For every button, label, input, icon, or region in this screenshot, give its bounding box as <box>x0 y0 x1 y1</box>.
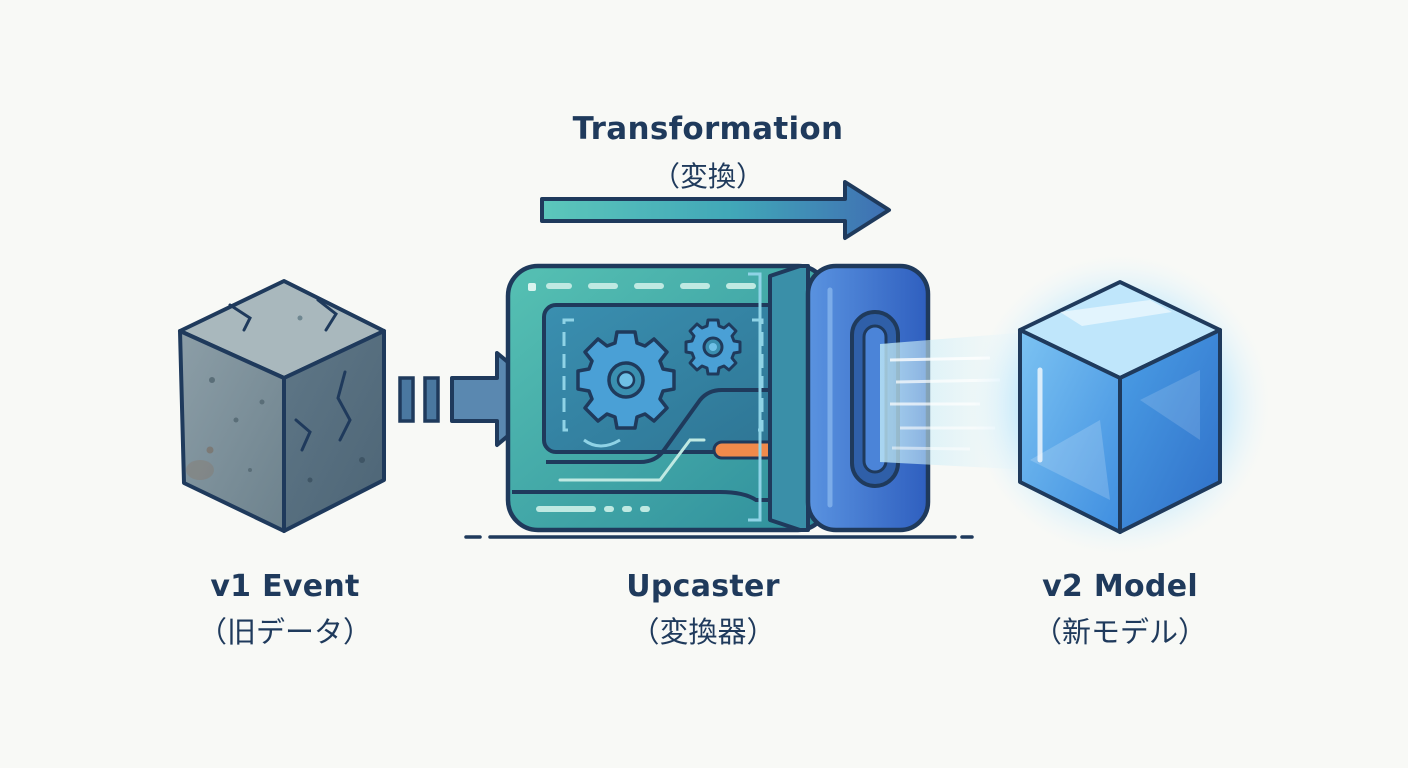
upcaster-title: Upcaster <box>626 569 780 604</box>
v2-model-label: v2 Model （新モデル） <box>975 568 1265 650</box>
v1-event-cube-icon <box>178 279 386 533</box>
v1-event-title: v1 Event <box>210 569 360 604</box>
gear-icon <box>576 330 676 430</box>
v2-model-cube-icon <box>970 255 1270 555</box>
v2-model-subtitle: （新モデル） <box>1032 614 1207 649</box>
transformation-title: Transformation <box>572 111 844 147</box>
transformation-arrow <box>540 180 891 240</box>
v2-model-title: v2 Model <box>1042 569 1198 604</box>
upcaster-machine-icon <box>464 263 974 539</box>
v1-event-label: v1 Event （旧データ） <box>140 568 430 650</box>
transformation-subtitle: （変換） <box>651 159 764 193</box>
upcaster-subtitle: （変換器） <box>630 614 776 649</box>
upcaster-label: Upcaster （変換器） <box>558 568 848 650</box>
v1-event-subtitle: （旧データ） <box>197 614 372 649</box>
transformation-label: Transformation （変換） <box>508 110 908 194</box>
small-gear-icon <box>684 318 742 376</box>
